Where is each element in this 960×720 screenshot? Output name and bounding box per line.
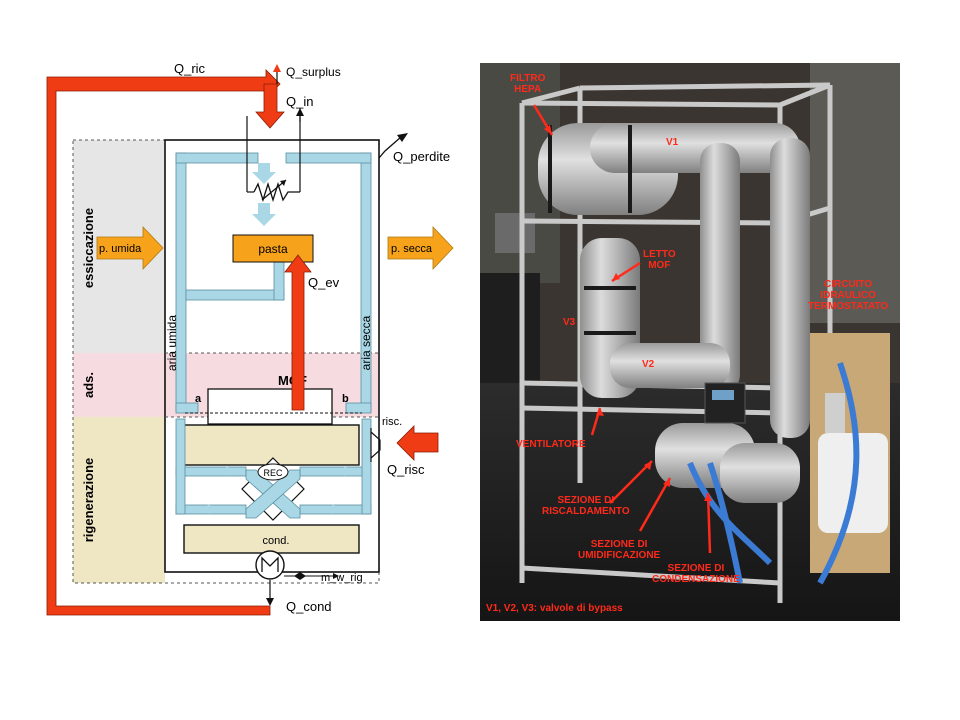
water-out-label: m_w_rig bbox=[321, 572, 363, 584]
heater-label: risc. bbox=[382, 416, 402, 428]
label-hydraulic-circuit: CIRCUITO IDRAULICO TERMOSTATATO bbox=[808, 279, 889, 312]
label-hepa-filter: FILTRO HEPA bbox=[510, 73, 546, 95]
label-v1: V1 bbox=[666, 137, 679, 148]
recuperator-label: REC bbox=[263, 468, 283, 478]
q-surplus-label: Q_surplus bbox=[286, 65, 341, 79]
q-risc-label: Q_risc bbox=[387, 462, 425, 477]
label-v3: V3 bbox=[563, 317, 576, 328]
zone-label-adsorption: ads. bbox=[81, 372, 96, 398]
photo-caption: V1, V2, V3: valvole di bypass bbox=[486, 603, 623, 614]
humid-air-duct bbox=[175, 152, 187, 412]
dry-air-label: aria secca bbox=[359, 315, 373, 370]
zone-label-drying: essiccazione bbox=[81, 208, 96, 288]
q-perdite-label: Q_perdite bbox=[393, 149, 450, 164]
dry-product-arrow bbox=[387, 226, 454, 270]
condenser-box bbox=[183, 524, 360, 554]
lab-prototype-photo: FILTRO HEPA V1 LETTO MOF CIRCUITO IDRAUL… bbox=[480, 63, 900, 621]
port-a-label: a bbox=[195, 393, 202, 405]
port-b-label: b bbox=[342, 393, 349, 405]
heat-flow-arrows bbox=[46, 69, 439, 616]
q-ev-label: Q_ev bbox=[308, 275, 340, 290]
air-arrow-down-2 bbox=[252, 203, 276, 226]
zone-adsorption bbox=[73, 353, 165, 417]
q-in-label: Q_in bbox=[286, 94, 313, 109]
process-diagram: essiccazione ads. rigenerazione cond. bbox=[46, 61, 454, 616]
q-cond-label: Q_cond bbox=[286, 599, 332, 614]
paste-label: pasta bbox=[258, 242, 288, 256]
zone-regeneration bbox=[73, 417, 165, 583]
label-heating-section: SEZIONE DI RISCALDAMENTO bbox=[542, 495, 630, 517]
recuperator: REC bbox=[241, 457, 305, 521]
dry-product-label: p. secca bbox=[391, 243, 433, 255]
condenser-label: cond. bbox=[263, 535, 290, 547]
mof-bed bbox=[207, 388, 333, 425]
q-risc-arrow bbox=[396, 425, 439, 461]
label-humidification-section: SEZIONE DI UMIDIFICAZIONE bbox=[578, 539, 661, 561]
heater-resistor bbox=[253, 181, 300, 203]
humid-air-label: aria umida bbox=[165, 315, 179, 371]
label-mof-bed: LETTO MOF bbox=[643, 249, 676, 271]
zone-label-regeneration: rigenerazione bbox=[81, 458, 96, 543]
air-arrow-down bbox=[252, 163, 276, 184]
wet-product-arrow bbox=[96, 226, 164, 270]
label-fan: VENTILATORE bbox=[516, 439, 586, 450]
label-v2: V2 bbox=[642, 359, 655, 370]
photo-illustration bbox=[480, 63, 900, 621]
heater-box bbox=[183, 424, 360, 466]
q-in-arrow bbox=[255, 83, 285, 129]
dry-air-duct bbox=[360, 152, 372, 412]
q-ric-label: Q_ric bbox=[174, 61, 206, 76]
condenser-symbol bbox=[255, 550, 285, 580]
label-condensation-section: SEZIONE DI CONDENSAZIONE bbox=[652, 563, 740, 585]
wet-product-label: p. umida bbox=[99, 243, 142, 255]
q-ev-arrow bbox=[284, 254, 312, 411]
